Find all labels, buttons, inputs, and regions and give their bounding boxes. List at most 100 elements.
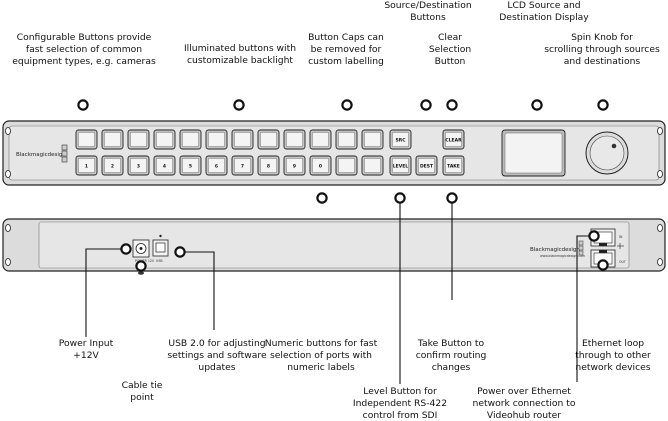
- configurable-button[interactable]: [75, 129, 98, 150]
- src-button-label: SRC: [395, 137, 406, 143]
- rear-website: www.blackmagicdesign.com: [540, 254, 585, 258]
- clear-button-label: CLEAR: [445, 137, 462, 143]
- front-button-grid: 1 2 3 4 5 6 7 8 9 0 SRC CLEAR LEVEL DEST TAKE: [75, 129, 465, 176]
- power-connector[interactable]: [132, 239, 150, 258]
- numeric-button-5-label: 5: [189, 163, 192, 169]
- level-marker: [394, 192, 406, 204]
- clear-button[interactable]: CLEAR: [442, 129, 465, 150]
- rear-brand-logo: Blackmagicdesign: [530, 247, 580, 253]
- front-panel: Blackmagicdesign 1 2 3 4 5 6 7 8 9 0 SRC CLEAR LEVEL…: [2, 120, 666, 186]
- cable-tie-leader: [135, 260, 147, 272]
- configurable-button[interactable]: [283, 129, 306, 150]
- numeric-button-0[interactable]: 0: [309, 155, 332, 176]
- rack-hole: [5, 127, 11, 135]
- configurable-button[interactable]: [127, 129, 150, 150]
- button-caps-marker: [341, 99, 353, 111]
- numeric-button-8[interactable]: 8: [257, 155, 280, 176]
- rack-hole: [657, 170, 663, 178]
- numeric-button-8-label: 8: [267, 163, 270, 169]
- level-button[interactable]: LEVEL: [389, 155, 412, 176]
- src-dest-marker: [420, 99, 432, 111]
- take-leader: [446, 192, 458, 300]
- numeric-button-2-label: 2: [111, 163, 114, 169]
- knob-dimple-icon: [611, 143, 617, 149]
- configurable-button[interactable]: [335, 129, 358, 150]
- configurable-button[interactable]: [179, 129, 202, 150]
- lcd-leader: [531, 99, 543, 111]
- numeric-button-7-label: 7: [241, 163, 244, 169]
- numeric-button-1[interactable]: 1: [75, 155, 98, 176]
- level-leader: [394, 192, 406, 384]
- configurable-button[interactable]: [101, 129, 124, 150]
- numeric-button-4-label: 4: [163, 163, 166, 169]
- button-caps-leader: [341, 99, 353, 111]
- take-button-label: TAKE: [447, 163, 460, 169]
- dest-button-label: DEST: [420, 163, 434, 169]
- configurable-button[interactable]: [231, 129, 254, 150]
- numeric-button-4[interactable]: 4: [153, 155, 176, 176]
- rear-panel: POWER 12V USB Blackmagicdesign www.black…: [2, 218, 666, 275]
- power-marker: [120, 243, 132, 255]
- clear-marker: [446, 99, 458, 111]
- dest-button[interactable]: DEST: [415, 155, 438, 176]
- rack-hole: [657, 127, 663, 135]
- configurable-button[interactable]: [361, 155, 384, 176]
- configurable-button[interactable]: [309, 129, 332, 150]
- numeric-button-7[interactable]: 7: [231, 155, 254, 176]
- rear-brand-squares-icon: [578, 240, 584, 256]
- configurable-marker: [77, 99, 89, 111]
- configurable-button[interactable]: [205, 129, 228, 150]
- network-symbol-icon: [617, 243, 624, 249]
- numeric-button-2[interactable]: 2: [101, 155, 124, 176]
- usb-marker: [174, 246, 186, 258]
- take-button[interactable]: TAKE: [442, 155, 465, 176]
- numeric-button-3[interactable]: 3: [127, 155, 150, 176]
- numeric-button-9[interactable]: 9: [283, 155, 306, 176]
- configurable-leader: [77, 99, 89, 111]
- numeric-button-0-label: 0: [319, 163, 322, 169]
- poe-leader: [576, 230, 600, 382]
- knob-marker: [597, 99, 609, 111]
- numeric-button-6-label: 6: [215, 163, 218, 169]
- rack-hole: [5, 170, 11, 178]
- ethernet-leader: [597, 259, 609, 271]
- illuminated-marker: [233, 99, 245, 111]
- spin-knob[interactable]: [585, 131, 629, 175]
- illuminated-leader: [233, 99, 245, 111]
- usb-leader: [174, 246, 215, 330]
- clear-leader: [446, 99, 458, 111]
- numeric-button-5[interactable]: 5: [179, 155, 202, 176]
- out-label: OUT: [619, 260, 626, 264]
- cable-tie-marker: [135, 260, 147, 272]
- brand-squares-icon: [61, 144, 68, 163]
- rack-hole: [657, 258, 663, 266]
- power-leader: [85, 243, 132, 337]
- rack-hole: [657, 224, 663, 232]
- configurable-button[interactable]: [361, 129, 384, 150]
- numeric-button-9-label: 9: [293, 163, 296, 169]
- front-brand-logo: Blackmagicdesign: [16, 152, 66, 158]
- configurable-button[interactable]: [335, 155, 358, 176]
- rack-hole: [5, 258, 11, 266]
- src-button[interactable]: SRC: [389, 129, 412, 150]
- configurable-button[interactable]: [257, 129, 280, 150]
- usb-port[interactable]: [152, 239, 169, 257]
- numeric-button-6[interactable]: 6: [205, 155, 228, 176]
- configurable-button[interactable]: [153, 129, 176, 150]
- numeric-button-1-label: 1: [85, 163, 88, 169]
- numeric-marker: [316, 192, 328, 204]
- ethernet-marker: [597, 259, 609, 271]
- numeric-leader: [316, 192, 328, 204]
